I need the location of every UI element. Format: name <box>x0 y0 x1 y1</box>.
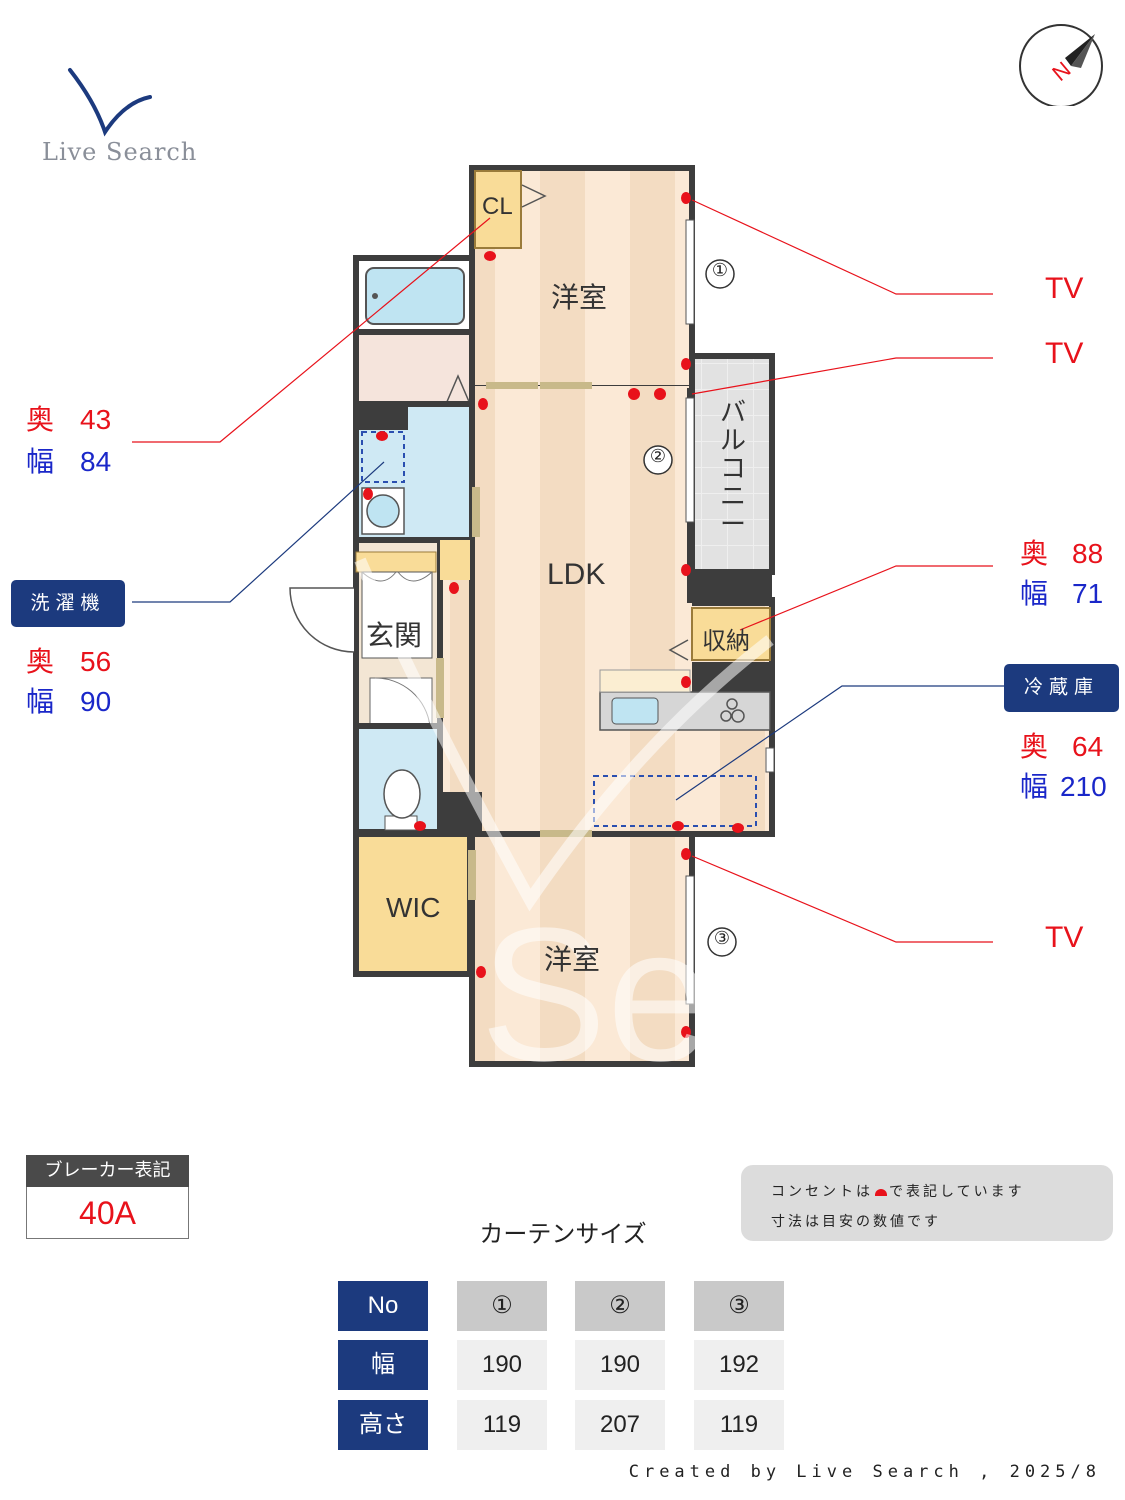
fridge-depth-label: 奥 <box>1020 731 1049 762</box>
tv-label-2: TV <box>1045 337 1084 370</box>
outlet-legend-icon <box>875 1189 887 1196</box>
notes-line-1-after: で表記しています <box>889 1184 1025 1200</box>
wic-area <box>353 831 473 977</box>
fridge-depth-value: 64 <box>1072 731 1104 762</box>
curtain-height-1: 119 <box>457 1400 547 1450</box>
notes-box: コンセントはで表記しています 寸法は目安の数値です <box>741 1165 1113 1241</box>
room-label-western-room-1: 洋室 <box>551 282 608 313</box>
bathtub-icon <box>365 267 465 325</box>
curtain-size-title: カーテンサイズ <box>479 1221 647 1248</box>
notes-line-2: 寸法は目安の数値です <box>771 1214 941 1230</box>
floor-plan: Se <box>132 165 1004 1100</box>
room-label-wic: WIC <box>386 892 441 923</box>
room-label-western-room-2: 洋室 <box>544 944 601 975</box>
fridge-width-value: 210 <box>1060 771 1107 802</box>
room-label-entrance: 玄関 <box>366 620 423 651</box>
curtain-width-2: 190 <box>575 1340 665 1390</box>
room-label-balcony: バルコニー <box>720 397 747 539</box>
watermark <box>354 557 774 912</box>
closet-depth: 奥 43 <box>26 398 111 438</box>
curtain-width-1: 190 <box>457 1340 547 1390</box>
room-label-storage: 収納 <box>702 628 750 655</box>
leader-lines-blue <box>132 461 1004 801</box>
storage-width: 幅 71 <box>1020 572 1103 612</box>
window-3 <box>685 875 695 1005</box>
room-label-ldk: LDK <box>547 558 606 591</box>
window-2 <box>685 397 695 523</box>
closet-area <box>474 170 522 249</box>
compass-icon: N <box>1019 24 1103 106</box>
curtain-header-no: No <box>338 1281 428 1331</box>
storage-width-label: 幅 <box>1020 578 1049 609</box>
notes-line-1-before: コンセントは <box>771 1184 873 1200</box>
washer-depth-label: 奥 <box>26 646 55 677</box>
breaker-value: 40A <box>26 1187 189 1239</box>
outlet-markers <box>363 192 744 1038</box>
window-1 <box>685 219 695 325</box>
fridge-depth: 奥 64 <box>1020 725 1103 765</box>
fridge-title-badge: 冷蔵庫 <box>1004 664 1119 712</box>
washer-title-badge: 洗濯機 <box>11 580 125 627</box>
footer-credit: Created by Live Search , 2025/8 <box>628 1462 1101 1482</box>
curtain-row-label-width: 幅 <box>338 1340 428 1390</box>
stove-icon <box>731 709 745 723</box>
closet-depth-label: 奥 <box>26 404 55 435</box>
breaker-title: ブレーカー表記 <box>26 1155 189 1187</box>
curtain-col-1: ① <box>457 1281 547 1331</box>
brand-logo-text: Live Search <box>42 138 198 166</box>
storage-depth-label: 奥 <box>1020 538 1049 569</box>
washer-depth: 奥 56 <box>26 640 111 680</box>
washer-width: 幅 90 <box>26 680 111 720</box>
window-marker-2: ② <box>649 446 667 467</box>
fridge-width-label: 幅 <box>1020 771 1049 802</box>
storage-depth: 奥 88 <box>1020 532 1103 572</box>
curtain-width-3: 192 <box>694 1340 784 1390</box>
entrance-door-swing <box>289 587 355 653</box>
window-marker-1: ① <box>711 260 729 281</box>
notes-line-1: コンセントはで表記しています <box>771 1177 1113 1207</box>
curtain-col-2: ② <box>575 1281 665 1331</box>
washer-depth-value: 56 <box>80 646 112 677</box>
sink-icon <box>611 697 659 725</box>
storage-depth-value: 88 <box>1072 538 1104 569</box>
curtain-col-3: ③ <box>694 1281 784 1331</box>
svg-text:Se: Se <box>480 889 712 1100</box>
leader-lines-red <box>132 199 993 943</box>
live-search-logo-mark <box>68 68 152 137</box>
closet-width-value: 84 <box>80 446 112 477</box>
storage-width-value: 71 <box>1072 578 1104 609</box>
tv-label-3: TV <box>1045 921 1084 954</box>
curtain-height-2: 207 <box>575 1400 665 1450</box>
washer-width-value: 90 <box>80 686 112 717</box>
curtain-height-3: 119 <box>694 1400 784 1450</box>
tv-label-1: TV <box>1045 272 1084 305</box>
window-marker-3: ③ <box>713 928 731 949</box>
room-label-closet: CL <box>482 193 513 220</box>
closet-depth-value: 43 <box>80 404 112 435</box>
closet-width: 幅 84 <box>26 440 111 480</box>
changing-room <box>353 329 475 407</box>
fridge-width: 幅 210 <box>1020 765 1107 805</box>
washer-width-label: 幅 <box>26 686 55 717</box>
curtain-row-label-height: 高さ <box>338 1400 428 1450</box>
closet-width-label: 幅 <box>26 446 55 477</box>
